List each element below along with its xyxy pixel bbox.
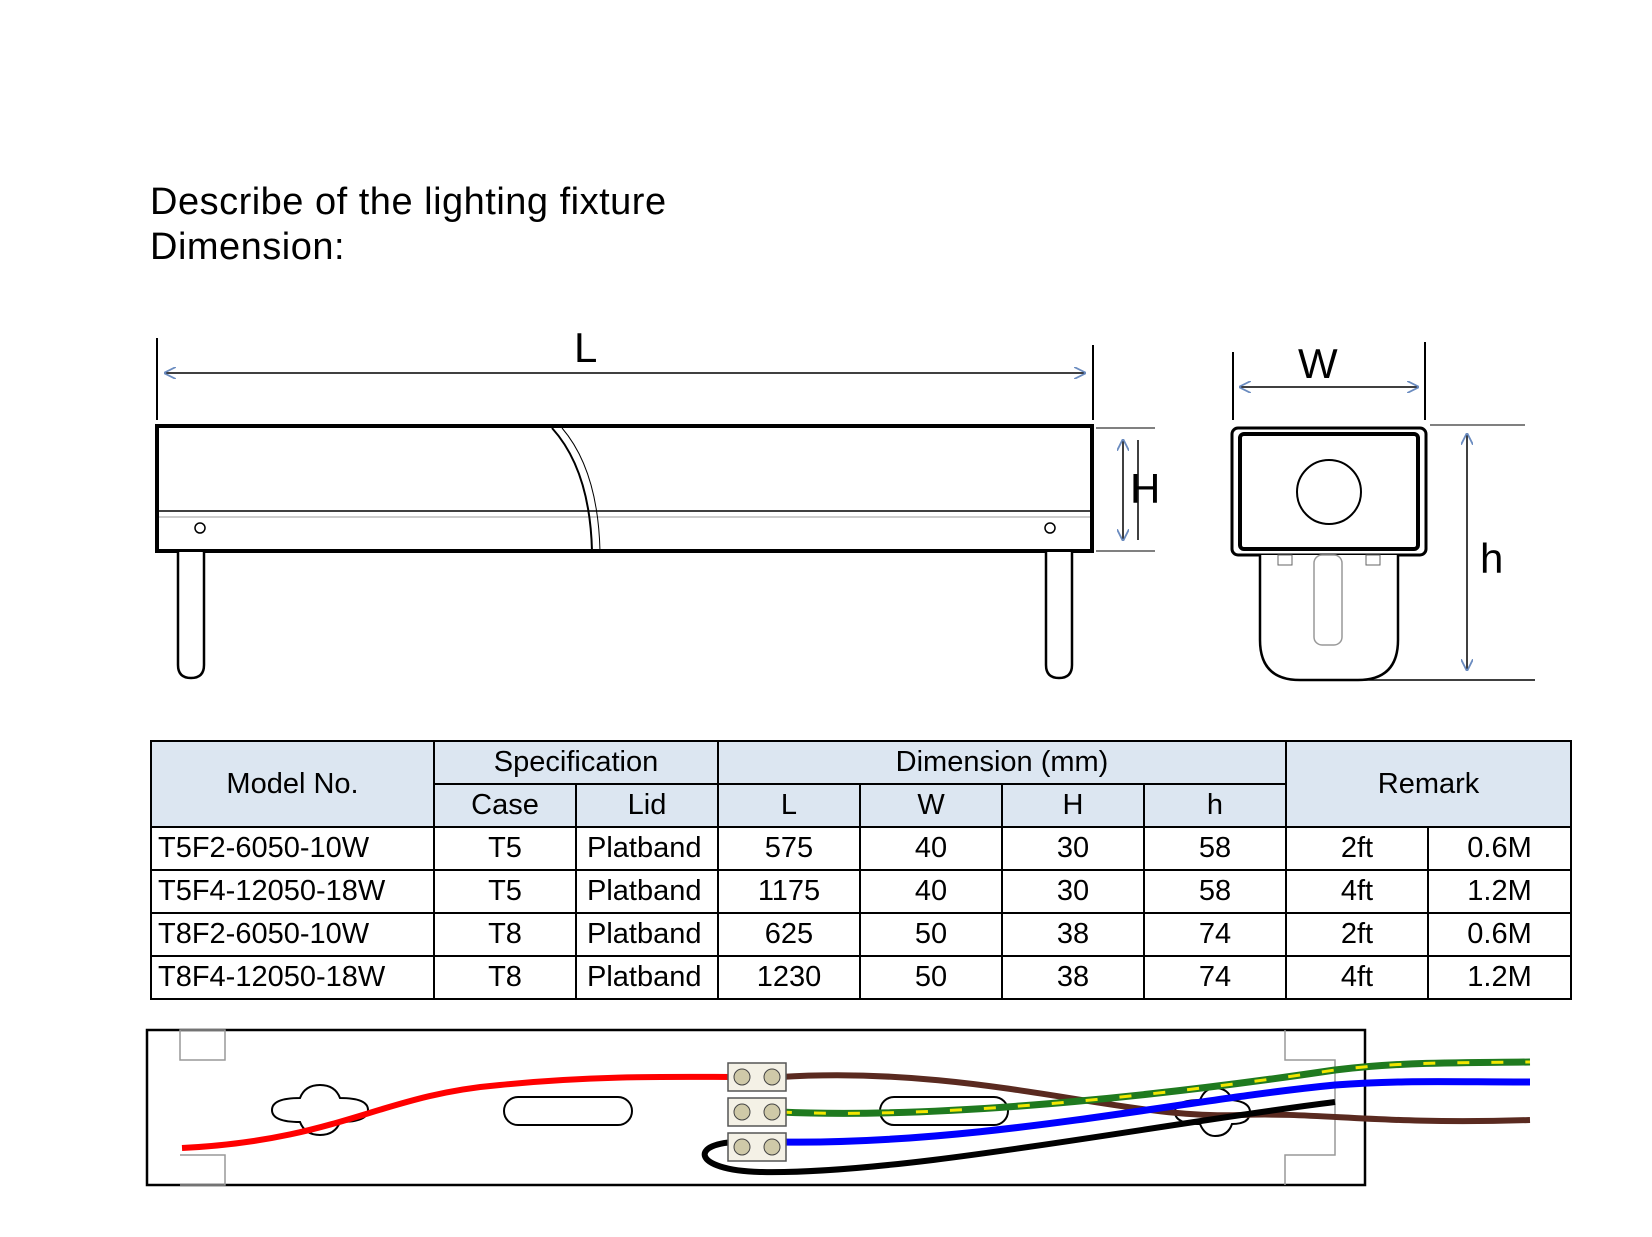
fixture-end-view: [1230, 426, 1428, 682]
cell-L: 1230: [717, 955, 861, 1000]
cell-H: 38: [1001, 955, 1145, 1000]
height-dimension: H: [1096, 427, 1160, 552]
header-H: H: [1001, 783, 1145, 828]
table-row: T5F4-12050-18W T5 Platband 1175 40 30 58…: [150, 869, 1573, 914]
total-height-label: h: [1480, 535, 1503, 582]
cell-model: T5F2-6050-10W: [150, 826, 435, 871]
length-label: L: [574, 324, 597, 371]
specification-table: Model No. Specification Dimension (mm) R…: [150, 740, 1573, 1000]
header-dimension: Dimension (mm): [717, 740, 1287, 785]
cell-H: 30: [1001, 869, 1145, 914]
cell-model: T8F4-12050-18W: [150, 955, 435, 1000]
cell-remark-m: 1.2M: [1426, 869, 1573, 914]
cell-case: T5: [433, 826, 577, 871]
table-row: T5F2-6050-10W T5 Platband 575 40 30 58 2…: [150, 826, 1573, 871]
cell-H: 30: [1001, 826, 1145, 871]
cell-H: 38: [1001, 912, 1145, 957]
header-h: h: [1143, 783, 1287, 828]
cell-remark-ft: 4ft: [1285, 955, 1429, 1000]
cell-case: T8: [433, 912, 577, 957]
cell-remark-ft: 2ft: [1285, 826, 1429, 871]
cell-case: T8: [433, 955, 577, 1000]
table-row: T8F2-6050-10W T8 Platband 625 50 38 74 2…: [150, 912, 1573, 957]
fixture-side-view: [155, 424, 1094, 680]
cell-case: T5: [433, 869, 577, 914]
height-label: H: [1130, 465, 1160, 512]
cell-W: 50: [859, 955, 1003, 1000]
cell-lid: Platband: [575, 955, 719, 1000]
cell-remark-m: 1.2M: [1426, 955, 1573, 1000]
cell-lid: Platband: [575, 912, 719, 957]
cell-L: 1175: [717, 869, 861, 914]
cell-remark-ft: 2ft: [1285, 912, 1429, 957]
width-dimension: W: [1232, 340, 1426, 420]
table-row: T8F4-12050-18W T8 Platband 1230 50 38 74…: [150, 955, 1573, 1000]
cell-h: 58: [1143, 826, 1287, 871]
cell-h: 74: [1143, 912, 1287, 957]
cell-model: T8F2-6050-10W: [150, 912, 435, 957]
cell-L: 575: [717, 826, 861, 871]
cell-W: 40: [859, 826, 1003, 871]
dimension-heading: Dimension:: [150, 226, 346, 268]
base-plate: [145, 1028, 1367, 1187]
total-height-dimension: h: [1360, 424, 1535, 681]
length-dimension: L: [156, 324, 1094, 420]
terminal-block: [727, 1062, 787, 1162]
cell-h: 58: [1143, 869, 1287, 914]
document-title: Describe of the lighting fixture: [150, 181, 667, 223]
cell-model: T5F4-12050-18W: [150, 869, 435, 914]
cell-remark-m: 0.6M: [1426, 826, 1573, 871]
cell-W: 50: [859, 912, 1003, 957]
header-lid: Lid: [575, 783, 719, 828]
header-L: L: [717, 783, 861, 828]
header-specification: Specification: [433, 740, 719, 785]
cell-remark-m: 0.6M: [1426, 912, 1573, 957]
header-case: Case: [433, 783, 577, 828]
cell-lid: Platband: [575, 826, 719, 871]
cell-h: 74: [1143, 955, 1287, 1000]
header-W: W: [859, 783, 1003, 828]
cell-W: 40: [859, 869, 1003, 914]
width-label: W: [1298, 340, 1338, 387]
fixture-dimension-drawing: L H W: [155, 324, 1535, 682]
cell-remark-ft: 4ft: [1285, 869, 1429, 914]
wires: [181, 1058, 1531, 1176]
cell-lid: Platband: [575, 869, 719, 914]
header-model: Model No.: [150, 740, 435, 828]
header-remark: Remark: [1284, 740, 1573, 828]
cell-L: 625: [717, 912, 861, 957]
